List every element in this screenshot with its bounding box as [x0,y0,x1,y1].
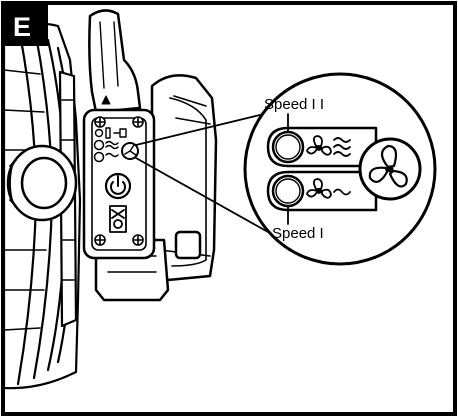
panel-screws [94,116,144,246]
callout-leader-lines [135,112,269,233]
speed-2-label: Speed I I [264,96,324,113]
panel-mini-symbols [94,127,127,139]
panel-mini-speed-buttons [93,139,139,163]
fan-handle [88,9,142,114]
fan-casing-right [150,74,218,282]
fan-speed-2-icon [306,135,351,157]
step-badge: E [3,3,48,46]
tilt-knob [6,144,78,222]
fan-icon [358,137,422,201]
zoom-callout [243,72,437,266]
speed-1-button [271,174,305,208]
speed-2-button [271,130,305,164]
panel-latch [109,205,127,233]
fan-speed-1-icon [306,178,351,199]
step-badge-letter: E [13,12,31,42]
power-icon [104,172,132,200]
speed-1-label: Speed I [272,225,324,242]
control-panel [82,108,156,260]
